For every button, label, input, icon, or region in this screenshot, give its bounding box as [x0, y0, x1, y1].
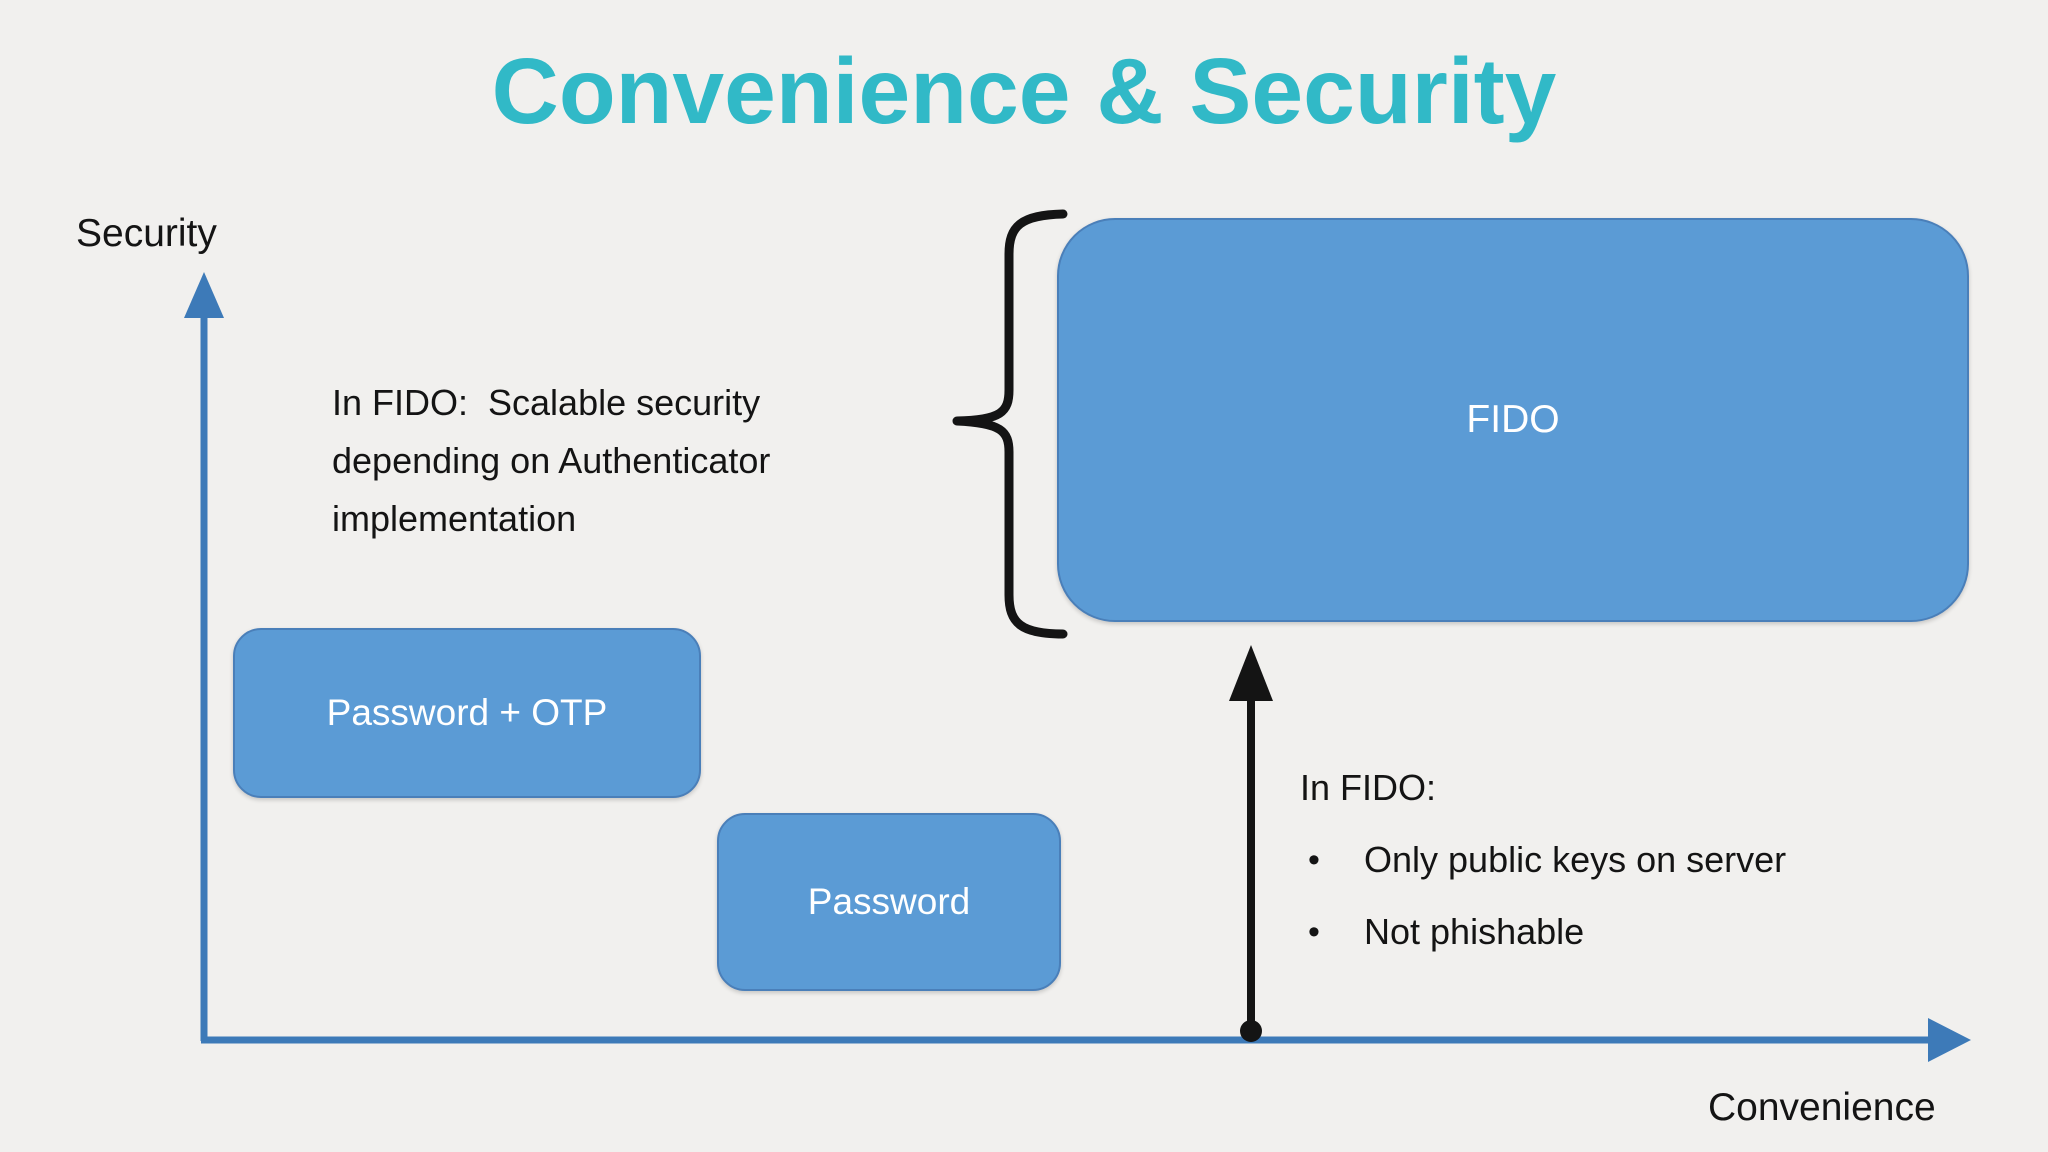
- annotation-benefits-heading: In FIDO:: [1300, 767, 1437, 808]
- box-fido: FIDO: [1057, 218, 1969, 622]
- fido-arrow-origin-dot: [1240, 1020, 1262, 1042]
- bullet-text: Not phishable: [1364, 911, 1585, 952]
- annotation-scalable-security: In FIDO: Scalable security depending on …: [332, 382, 771, 539]
- list-item: • Not phishable: [1300, 896, 1786, 968]
- box-password-otp: Password + OTP: [233, 628, 701, 798]
- annotation-fido-benefits: In FIDO: • Only public keys on server • …: [1300, 752, 1786, 968]
- bullet-icon: •: [1308, 841, 1320, 879]
- list-item: • Only public keys on server: [1300, 824, 1786, 896]
- bullet-icon: •: [1308, 913, 1320, 951]
- curly-brace-icon: [952, 209, 1068, 639]
- y-axis-label: Security: [76, 212, 217, 255]
- box-password: Password: [717, 813, 1061, 991]
- slide-title: Convenience & Security: [491, 39, 1557, 143]
- box-password-otp-label: Password + OTP: [326, 692, 608, 733]
- bullet-text: Only public keys on server: [1364, 839, 1787, 880]
- x-axis-arrowhead-icon: [1928, 1018, 1971, 1062]
- fido-arrow-arrowhead-icon: [1229, 645, 1273, 701]
- x-axis-label: Convenience: [1708, 1086, 1936, 1129]
- box-password-label: Password: [807, 881, 971, 922]
- box-fido-label: FIDO: [1466, 398, 1560, 441]
- y-axis-arrowhead-icon: [184, 272, 224, 318]
